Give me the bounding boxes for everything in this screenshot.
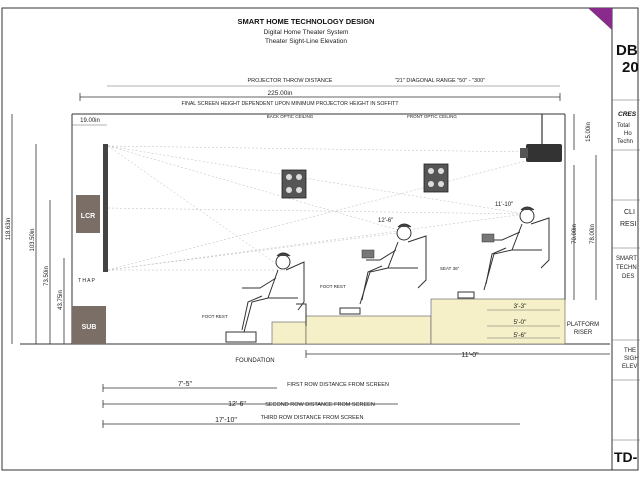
laptop-icon [481,233,495,243]
svg-text:Total: Total [617,123,630,129]
right-height-1-label: 70.00in [572,224,578,244]
projector-throw-label: PROJECTOR THROW DISTANCE [248,78,333,84]
sheet-subtitle-2: Theater Sight-Line Elevation [265,38,347,45]
projection-screen [103,144,108,272]
sub-speaker [72,306,106,344]
foundation-label: FOUNDATION [235,358,274,364]
overall-height-label: 118.63in [6,218,12,241]
total-width-label: 225.00in [268,90,293,97]
riser-dim-3: 5'-6" [514,332,528,339]
seated-person-icon [339,223,427,315]
riser-dim-1: 3'-3" [514,303,528,310]
row1-dist: 7'-5" [178,381,192,388]
lcr-label: LCR [81,213,95,220]
company-name: CRES [618,111,637,118]
corner-accent [588,8,612,30]
sub-label: SUB [82,324,97,331]
sheet-number: TD- [614,449,638,465]
sheet-subtitle-1: Digital Home Theater System [264,29,349,36]
svg-text:SIGH: SIGH [624,356,639,362]
thap-label: T H A P [78,278,96,284]
seated-person-icon [457,206,550,299]
platform-riser-2 [430,298,566,345]
projector-icon [520,114,562,162]
svg-text:Techn: Techn [617,139,633,145]
diagonal-range-label: "21" DIAGONAL RANGE "50" - "300" [395,78,485,84]
front-step [271,321,307,345]
sheet-title: SMART HOME TECHNOLOGY DESIGN [238,17,375,26]
right-height-2-label: 78.00in [590,224,596,244]
floor-span-label: 11'-0" [461,352,479,359]
proj-drop-label: 15.00in [586,122,592,142]
seat-note: SEAT 36" [440,266,460,271]
second-row-label: SECOND ROW DISTANCE FROM SCREEN [265,402,375,408]
foot-rest-label-2: FOOT REST [320,284,346,289]
screen-gap-label: 19.00in [80,118,100,124]
drawing-label: THE [624,348,636,354]
client-label: CLI [624,209,635,216]
row3-dist: 17'-10" [215,417,237,424]
lcr-speaker [76,195,100,233]
platform-riser-1 [305,315,432,345]
third-row-label: THIRD ROW DISTANCE FROM SCREEN [261,415,364,421]
svg-text:RESI: RESI [620,221,636,228]
sight-lines [107,145,531,271]
height-2-label: 103.50in [30,228,36,251]
platform-riser-label-2: RISER [574,330,593,336]
first-row-label: FIRST ROW DISTANCE FROM SCREEN [287,382,389,388]
riser-dim-2: 5'-0" [514,319,528,326]
final-screen-note: FINAL SCREEN HEIGHT DEPENDENT UPON MINIM… [181,101,399,107]
svg-text:Ho: Ho [624,131,632,137]
title-block-code-2: 20 [622,59,639,76]
height-4-label: 43.75in [58,290,64,310]
eye-dim-1: 12'-6" [378,218,393,224]
svg-text:ELEV: ELEV [622,364,637,370]
speaker-icon [281,169,307,199]
foot-rest-label-1: FOOT REST [202,314,228,319]
row2-dist: 12'-6" [228,401,246,408]
seated-person-icon [225,252,307,343]
laptop-icon [361,249,375,259]
project-label: SMART [616,256,637,262]
svg-text:DES: DES [622,274,634,280]
speaker-icon [423,163,449,193]
ceiling-label-2: FRONT OPTIC CEILING [407,114,457,119]
eye-dim-2: 11'-10" [495,202,513,208]
sheet-border [1,7,639,471]
height-3-label: 73.50in [44,266,50,286]
title-block: DB 20 CRES Total Ho Techn CLI RESI SMART… [612,42,640,465]
platform-riser-label-1: PLATFORM [567,322,599,328]
ceiling-label-1: BACK OPTIC CEILING [267,114,314,119]
svg-text:TECHN: TECHN [616,265,637,271]
title-block-code-1: DB [616,42,638,59]
